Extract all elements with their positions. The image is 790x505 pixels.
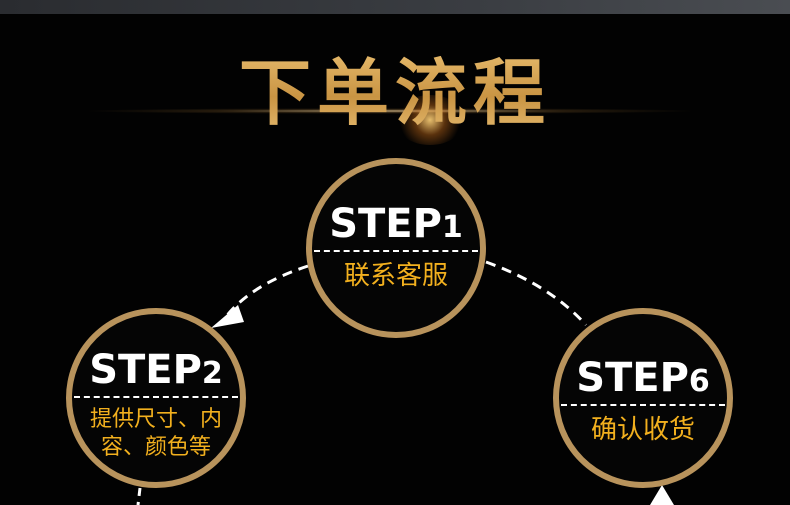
step-2-circle: STEP2 提供尺寸、内容、颜色等 — [66, 308, 246, 488]
connector-1-6 — [485, 260, 588, 327]
step-1-circle: STEP1 联系客服 — [306, 158, 486, 338]
divider — [74, 396, 238, 398]
lens-flare — [395, 95, 465, 145]
divider — [561, 404, 725, 406]
step-6-circle: STEP6 确认收货 — [553, 308, 733, 488]
connector-2-down — [136, 487, 142, 505]
step-2-label: STEP2 — [89, 347, 223, 393]
arrow-to-step6 — [650, 485, 674, 505]
step-6-desc: 确认收货 — [590, 415, 695, 445]
page-title: 下单流程 — [0, 34, 790, 139]
step-6-label: STEP6 — [576, 355, 710, 401]
connector-1-2 — [223, 264, 309, 319]
top-bar — [0, 0, 790, 14]
divider — [314, 250, 478, 252]
light-streak — [80, 108, 700, 114]
step-1-desc: 联系客服 — [343, 261, 448, 291]
step-1-label: STEP1 — [329, 201, 463, 247]
arrow-to-step2 — [211, 305, 244, 328]
step-2-desc: 提供尺寸、内容、颜色等 — [89, 407, 222, 460]
